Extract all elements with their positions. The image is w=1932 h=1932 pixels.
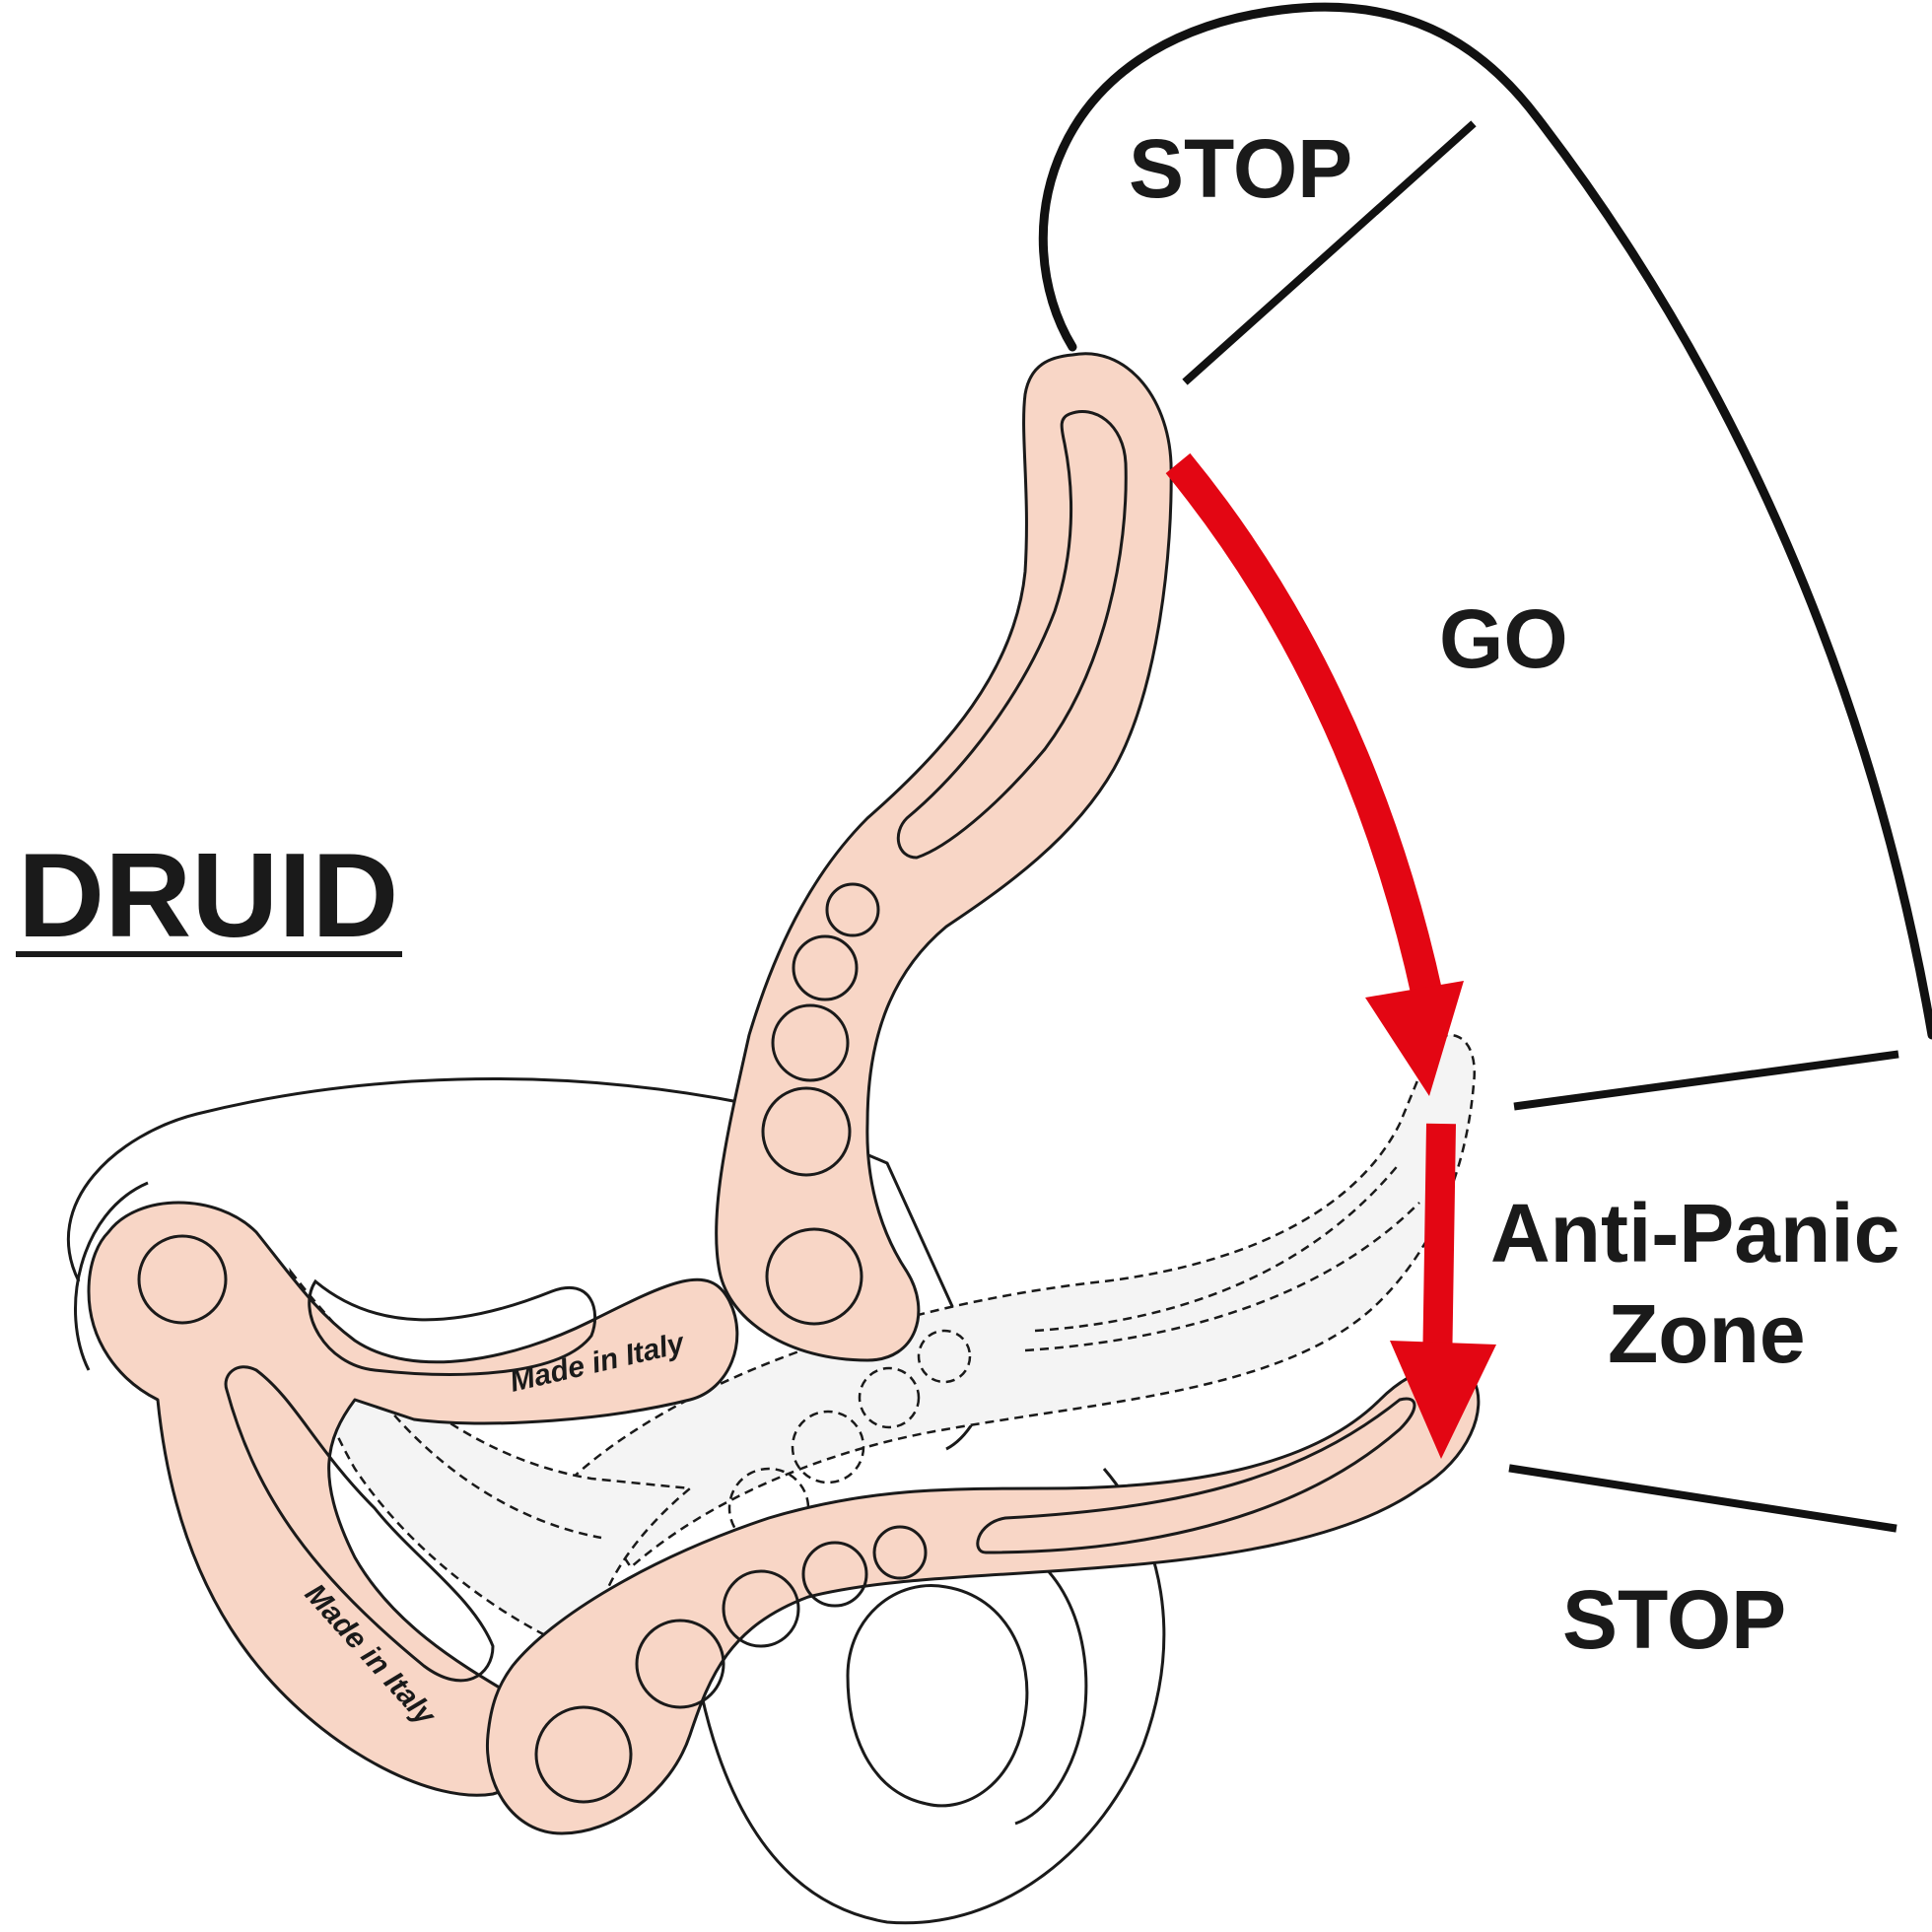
main-handle-slot	[896, 409, 1128, 860]
go-antipanic-divider	[1513, 1050, 1899, 1111]
stop-bottom-label: STOP	[1562, 1573, 1786, 1666]
attachment-hole-rim	[995, 1536, 1088, 1826]
antipanic-arrow-head	[1390, 1341, 1496, 1459]
antipanic-stop-divider	[1508, 1464, 1898, 1533]
lower-handle-hole-3	[722, 1569, 800, 1648]
cam-slot-lower	[224, 1365, 495, 1683]
ghost-hole-2	[858, 1366, 921, 1429]
attachment-hole-outer	[688, 1468, 1166, 1925]
main-handle-pivot-hole	[765, 1227, 863, 1326]
stop-top-label: STOP	[1129, 122, 1352, 215]
attachment-hole-inner	[846, 1584, 1029, 1808]
main-handle-hole-1	[825, 882, 880, 937]
main-handle-hole-3	[771, 1003, 850, 1082]
lower-handle-hole-4	[635, 1619, 725, 1709]
go-arrow-head	[1365, 981, 1464, 1096]
main-handle-hole-4	[761, 1086, 852, 1177]
ghost-handle-slot	[1034, 1162, 1401, 1333]
ghost-handle-slot-2	[1024, 1202, 1420, 1352]
ghost-handle-antipanic	[570, 1033, 1477, 1569]
lower-handle-hole-2	[801, 1541, 868, 1608]
antipanic-arrow-shaft	[1422, 1123, 1456, 1376]
cam-slot-upper	[308, 1278, 597, 1376]
lower-handle-pivot-hole	[534, 1705, 633, 1804]
main-handle-hole-2	[792, 934, 859, 1001]
anti-panic-label-line1: Anti-Panic	[1490, 1187, 1899, 1279]
go-label: GO	[1439, 592, 1568, 685]
ghost-hole-1	[917, 1329, 972, 1384]
go-arrow-shaft	[1165, 452, 1443, 1000]
stop-go-divider	[1182, 120, 1477, 385]
ghost-hole-3	[791, 1410, 865, 1484]
device-title: DRUID	[18, 828, 398, 962]
device-body-rim	[74, 1181, 149, 1371]
travel-range-arc	[1038, 2, 1932, 1040]
lower-handle-slot	[976, 1397, 1416, 1554]
lower-handle-hole-1	[872, 1525, 928, 1580]
anti-panic-label-line2: Zone	[1608, 1287, 1806, 1380]
cam-pivot-hole	[137, 1234, 228, 1325]
main-handle	[715, 352, 1173, 1362]
